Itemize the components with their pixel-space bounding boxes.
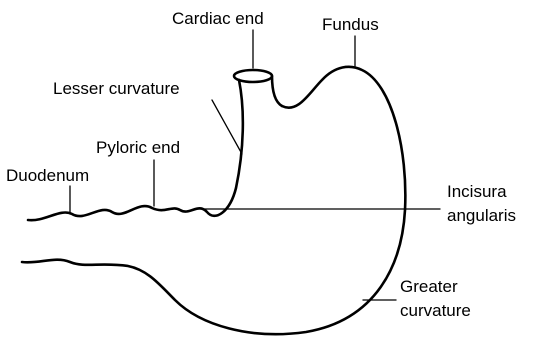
greater-curvature-label-line1: Greater [400,277,458,296]
incisura-angularis-label-line1: Incisura [447,182,507,201]
greater-curvature-label-line2: curvature [400,301,471,320]
stomach-outline [22,67,405,334]
labels: Cardiac end Fundus Lesser curvature Pylo… [6,9,516,320]
duodenum-label: Duodenum [6,166,89,185]
cardiac-orifice [234,70,272,82]
fundus-and-greater-curvature [22,67,405,334]
cardiac-neck-right [272,76,282,106]
lesser-curvature-label: Lesser curvature [53,79,180,98]
fundus-label: Fundus [322,15,379,34]
pyloric-end-label: Pyloric end [96,138,180,157]
incisura-angularis-label-line2: angularis [447,206,516,225]
cardiac-end-label: Cardiac end [172,9,264,28]
lesser-curvature-leader [212,100,242,154]
